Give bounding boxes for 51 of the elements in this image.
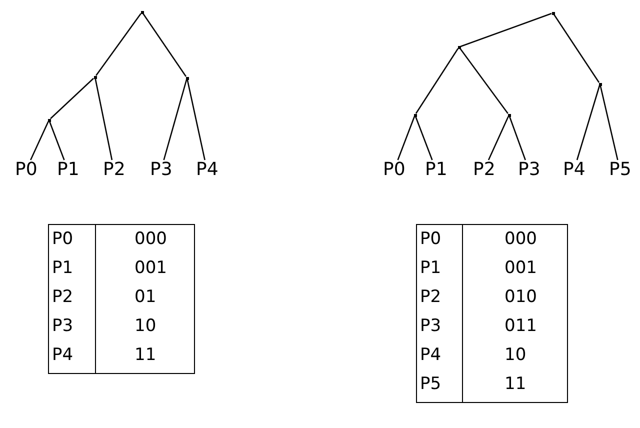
leaf-label: P3 bbox=[518, 160, 540, 180]
node-name: P0 bbox=[52, 229, 74, 249]
tree-branch bbox=[48, 121, 65, 160]
tree-branch bbox=[488, 116, 509, 160]
node-name: P0 bbox=[420, 229, 442, 249]
binary-code: 011 bbox=[504, 316, 537, 336]
node-name: P3 bbox=[52, 316, 74, 336]
leaf-label: P4 bbox=[563, 160, 586, 180]
leaf-label: P1 bbox=[425, 160, 448, 180]
tree-branch bbox=[94, 78, 113, 160]
tree-branch bbox=[600, 85, 618, 160]
leaf-label: P5 bbox=[609, 160, 632, 180]
tree-branch bbox=[508, 116, 526, 160]
node-name: P1 bbox=[52, 258, 74, 278]
tree-branch bbox=[163, 79, 188, 160]
node-name: P4 bbox=[420, 345, 442, 365]
binary-code: 001 bbox=[134, 258, 167, 278]
node-name: P4 bbox=[52, 345, 74, 365]
node-name: P5 bbox=[420, 374, 442, 394]
binary-code: 10 bbox=[504, 345, 526, 365]
binary-code: 10 bbox=[134, 316, 156, 336]
binary-code: 11 bbox=[504, 374, 526, 394]
leaf-label: P4 bbox=[196, 160, 218, 180]
binary-code: 01 bbox=[134, 287, 156, 307]
tree-branch bbox=[30, 121, 49, 160]
binary-code: 11 bbox=[134, 345, 156, 365]
tree-branch bbox=[96, 13, 142, 76]
tree-branch bbox=[142, 13, 187, 77]
leaf-label: P2 bbox=[103, 160, 126, 180]
tree-branch bbox=[576, 85, 600, 160]
tree-branch bbox=[397, 116, 416, 160]
tree-branch bbox=[415, 48, 459, 114]
node-name: P2 bbox=[420, 287, 442, 307]
tree-branch bbox=[460, 12, 552, 48]
tree-branch bbox=[50, 78, 94, 120]
binary-code: 000 bbox=[504, 229, 537, 249]
leaf-label: P3 bbox=[150, 160, 172, 180]
node-name: P1 bbox=[420, 258, 442, 278]
node-name: P2 bbox=[52, 287, 74, 307]
leaf-label: P0 bbox=[15, 160, 38, 180]
leaf-label: P1 bbox=[57, 160, 80, 180]
node-name: P3 bbox=[420, 316, 442, 336]
tree-branch bbox=[553, 14, 600, 83]
binary-code: 010 bbox=[504, 287, 537, 307]
tree-branch bbox=[460, 48, 508, 114]
leaf-label: P2 bbox=[473, 160, 496, 180]
binary-code: 000 bbox=[134, 229, 167, 249]
tree-branch bbox=[414, 116, 433, 160]
binary-code: 001 bbox=[504, 258, 537, 278]
leaf-label: P0 bbox=[383, 160, 406, 180]
tree-branch bbox=[186, 79, 206, 160]
